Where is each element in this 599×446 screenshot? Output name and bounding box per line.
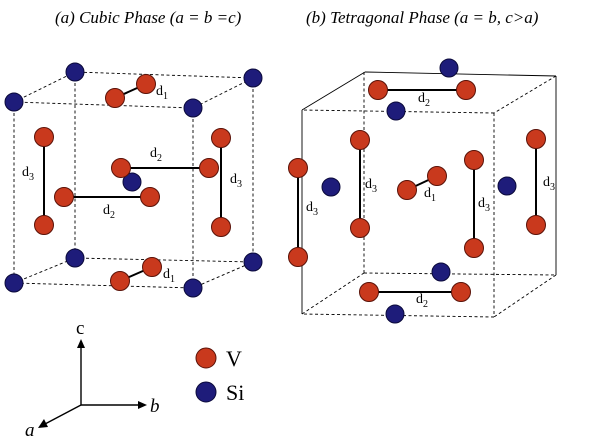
si-atom <box>386 101 406 121</box>
v-atom <box>359 282 379 302</box>
label-d2-upper: d2 <box>150 146 162 164</box>
v-atom <box>288 247 308 267</box>
label-d3-inner-right: d3 <box>478 196 490 214</box>
legend-v-label: V <box>226 346 242 371</box>
v-atom <box>34 215 54 235</box>
v-atom <box>456 80 476 100</box>
v-atom <box>464 238 484 258</box>
v-atom <box>111 158 131 178</box>
a-axis-arrowhead <box>38 419 48 428</box>
label-d3-left: d3 <box>306 200 318 218</box>
v-atom <box>34 127 54 147</box>
tetragonal-phase-title: (b) Tetragonal Phase (a = b, c>a) <box>306 8 539 27</box>
legend-si-label: Si <box>226 380 244 405</box>
v-atom <box>54 187 74 207</box>
label-d1-center: d1 <box>424 186 436 204</box>
tetragonal-unit-cell: d2 d3 d3 d1 d3 d3 d2 <box>288 58 557 324</box>
a-axis-line <box>44 404 82 425</box>
label-d3-right: d3 <box>230 172 242 190</box>
label-d2-top: d2 <box>418 91 430 109</box>
label-d3-left: d3 <box>22 165 34 183</box>
v-atom <box>142 257 162 277</box>
axes-triad: c b a <box>25 318 160 441</box>
legend-si-marker <box>195 381 217 403</box>
v-atom <box>140 187 160 207</box>
v-atom <box>368 80 388 100</box>
si-atom <box>65 248 85 268</box>
v-atom <box>350 130 370 150</box>
label-d1-bottom: d1 <box>163 267 175 285</box>
v-atom <box>199 158 219 178</box>
si-atom <box>497 176 517 196</box>
b-axis-label: b <box>150 396 160 417</box>
label-d1-top: d1 <box>156 84 168 102</box>
v-atom <box>211 217 231 237</box>
v-atom <box>451 282 471 302</box>
si-atom <box>4 92 24 112</box>
v-atom <box>105 88 125 108</box>
label-d2-bottom: d2 <box>416 292 428 310</box>
si-atom <box>439 58 459 78</box>
v-atom <box>397 180 417 200</box>
si-atom <box>183 278 203 298</box>
si-atom-center <box>122 172 142 192</box>
si-atom <box>321 177 341 197</box>
legend: V Si <box>195 346 244 405</box>
b-axis-arrowhead <box>138 401 147 409</box>
si-atom <box>4 273 24 293</box>
label-d3-inner-left: d3 <box>365 177 377 195</box>
si-atom <box>243 252 263 272</box>
cubic-phase-title: (a) Cubic Phase (a = b =c) <box>55 8 242 27</box>
v-atom <box>526 129 546 149</box>
a-axis-label: a <box>25 420 35 441</box>
c-axis-arrowhead <box>77 339 85 348</box>
v-atom <box>350 218 370 238</box>
si-atom <box>431 262 451 282</box>
si-atom <box>243 68 263 88</box>
v-atom <box>464 150 484 170</box>
v-atom <box>427 166 447 186</box>
label-d2-lower: d2 <box>103 203 115 221</box>
v-atom <box>288 158 308 178</box>
si-atom <box>65 62 85 82</box>
v-atom <box>211 128 231 148</box>
si-atom <box>183 98 203 118</box>
c-axis-label: c <box>76 318 84 339</box>
v-atom <box>110 271 130 291</box>
v-atom <box>136 74 156 94</box>
si-atom <box>385 304 405 324</box>
v-atom <box>526 215 546 235</box>
legend-v-marker <box>195 347 217 369</box>
cubic-unit-cell: d1 d2 d2 d3 d3 d1 <box>4 62 263 298</box>
label-d3-right: d3 <box>543 175 555 193</box>
